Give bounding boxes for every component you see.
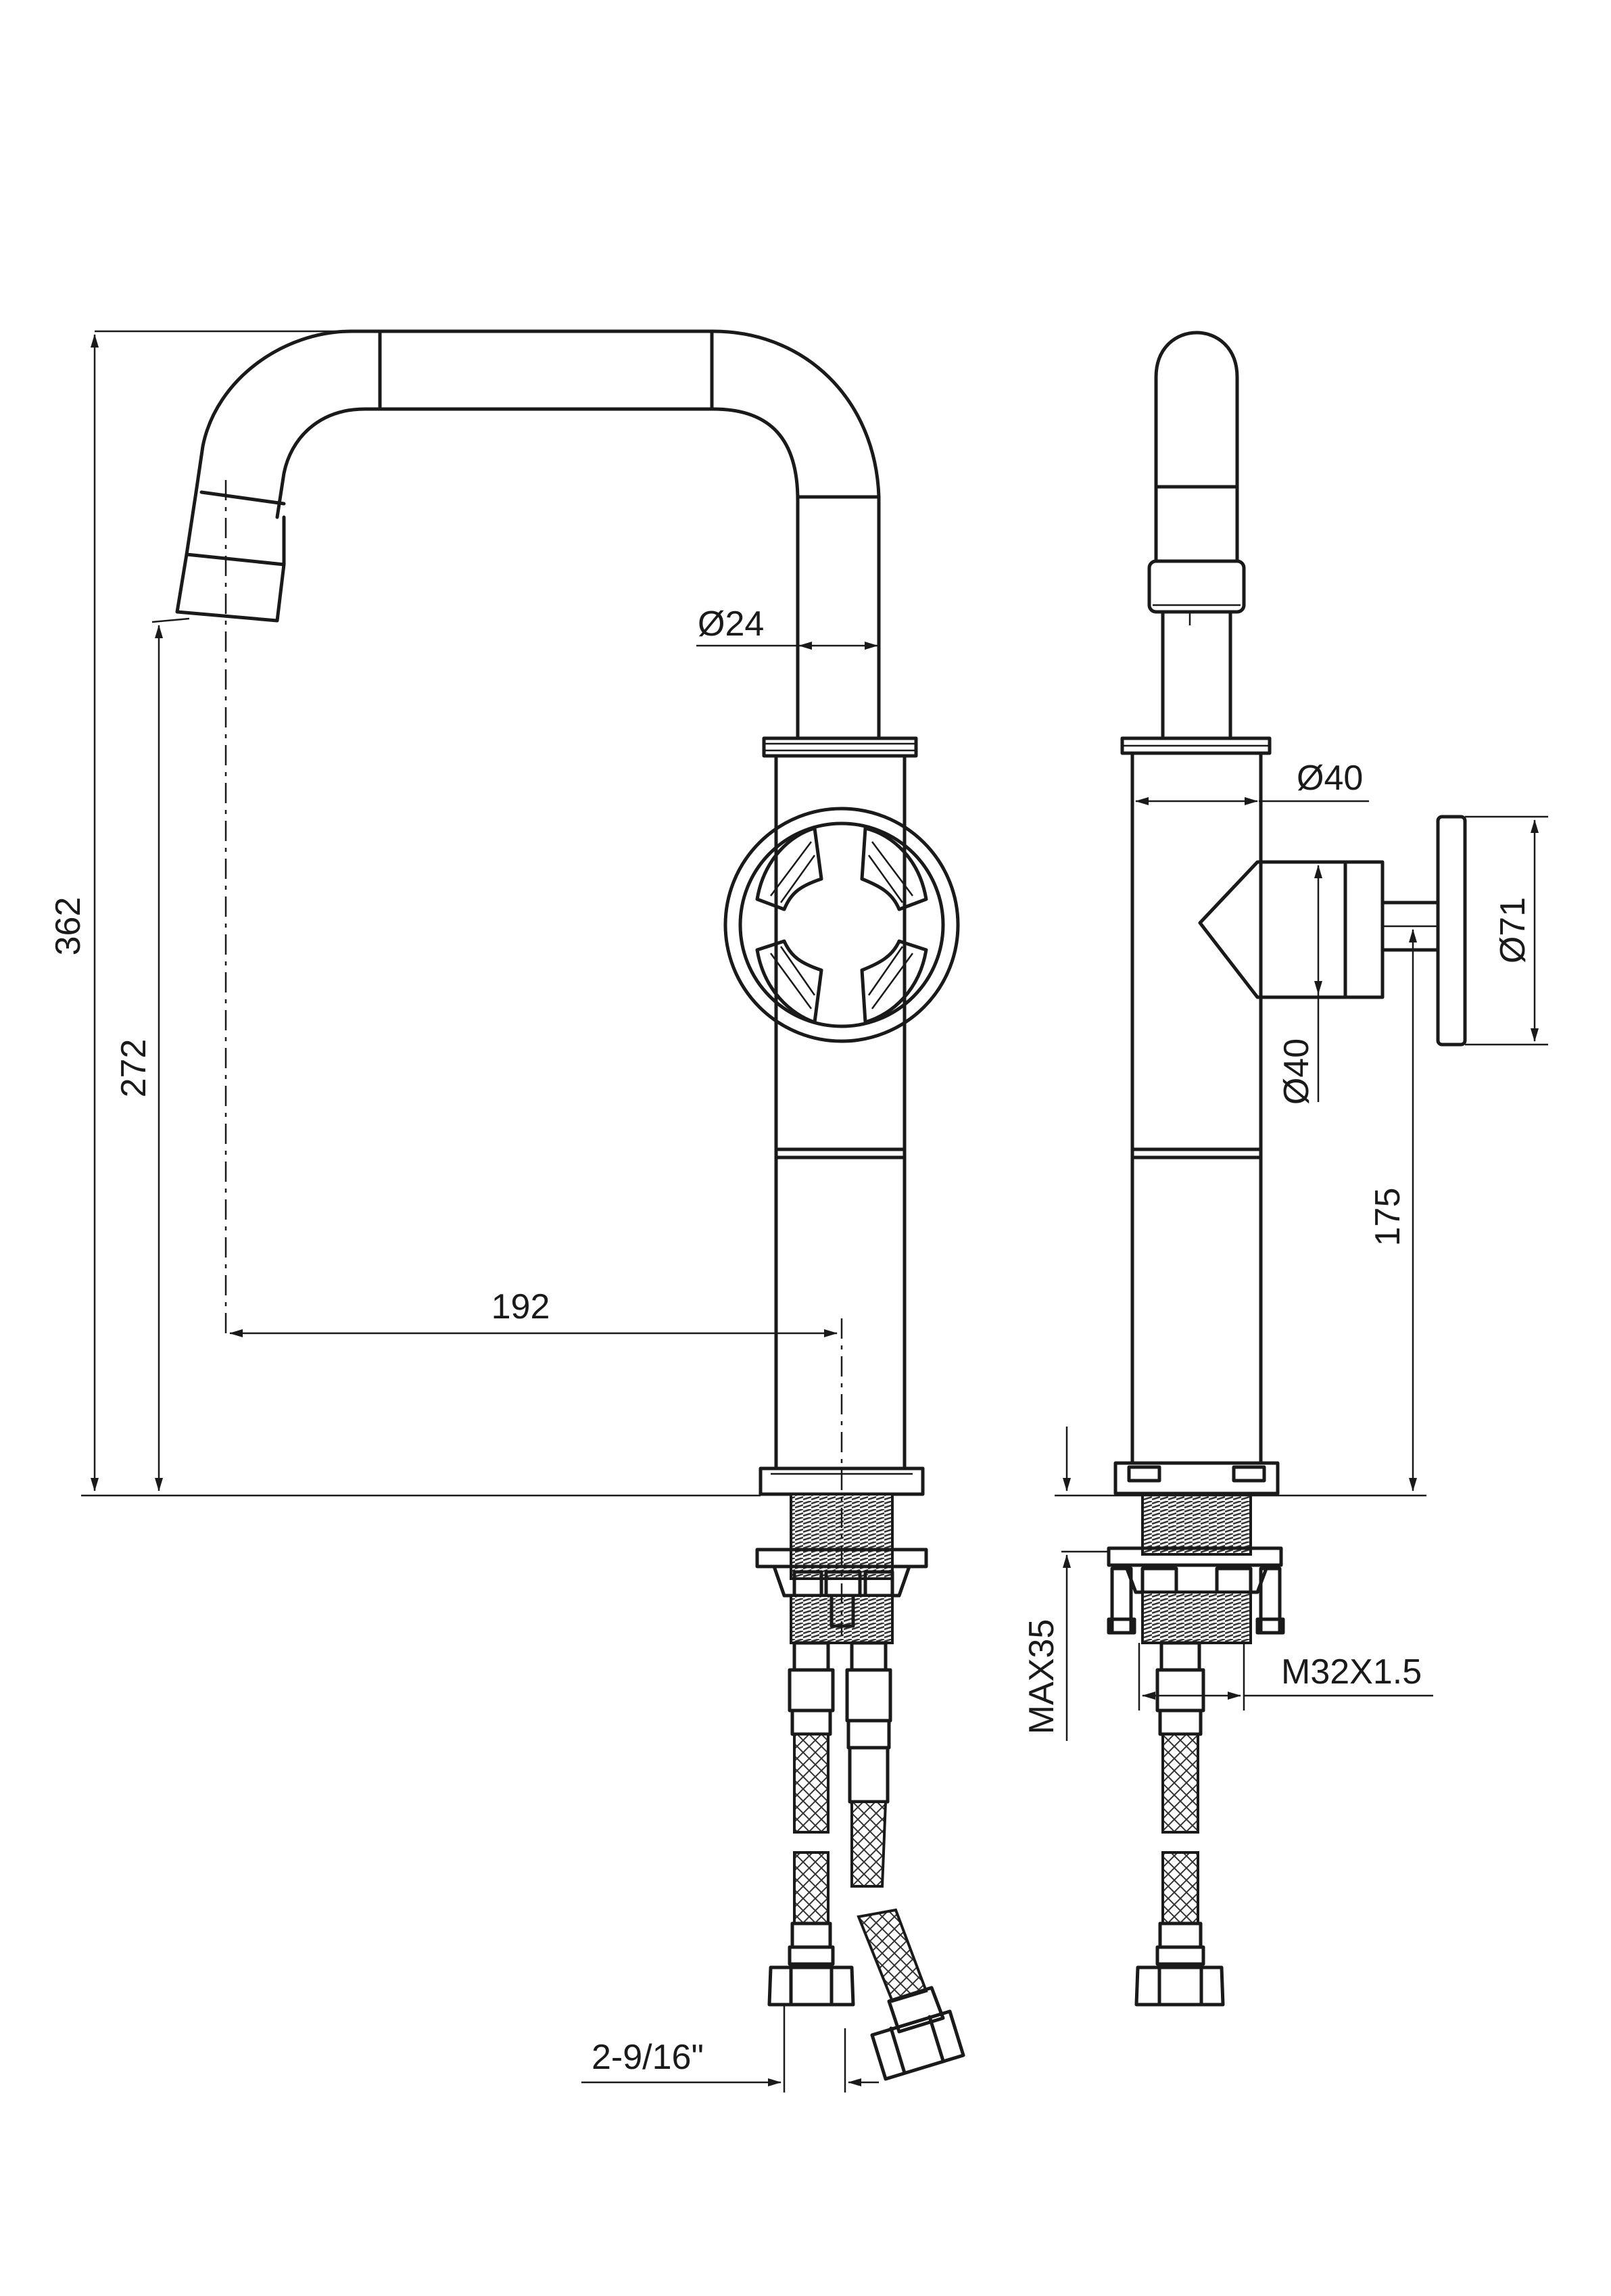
aerator xyxy=(175,552,286,623)
dim-thread: M32X1.5 xyxy=(1281,1652,1422,1692)
spout-outline xyxy=(194,329,881,740)
side-handle-hub xyxy=(1198,860,1263,999)
wheel-handle xyxy=(723,807,960,1043)
dim-spout-diameter: Ø24 xyxy=(698,604,764,644)
dim-body-diameter: Ø40 xyxy=(1297,759,1363,798)
side-handle-disc xyxy=(1436,815,1467,1047)
side-view: Ø40 Ø40 Ø71 175 MAX35 M32X1.5 xyxy=(1022,331,1548,2007)
dim-handle-diameter: Ø71 xyxy=(1493,897,1533,963)
hose-left xyxy=(767,1641,855,2007)
dim-reach: 192 xyxy=(491,1287,550,1326)
dim-total-height: 362 xyxy=(49,897,88,956)
hose-right xyxy=(845,1641,965,2081)
dim-hose-spacing: 2-9/16" xyxy=(592,2038,704,2077)
top-collar xyxy=(762,736,918,758)
dim-hub-diameter: Ø40 xyxy=(1277,1038,1316,1105)
side-spout xyxy=(1154,331,1239,563)
spout-inner-outline xyxy=(275,407,800,740)
dim-spout-height: 272 xyxy=(114,1039,153,1098)
dim-max-deck: MAX35 xyxy=(1022,1619,1061,1735)
front-view: 362 272 192 Ø24 2-9/16" xyxy=(49,329,965,2092)
dim-handle-height: 175 xyxy=(1368,1188,1408,1247)
side-body xyxy=(1130,751,1263,1465)
